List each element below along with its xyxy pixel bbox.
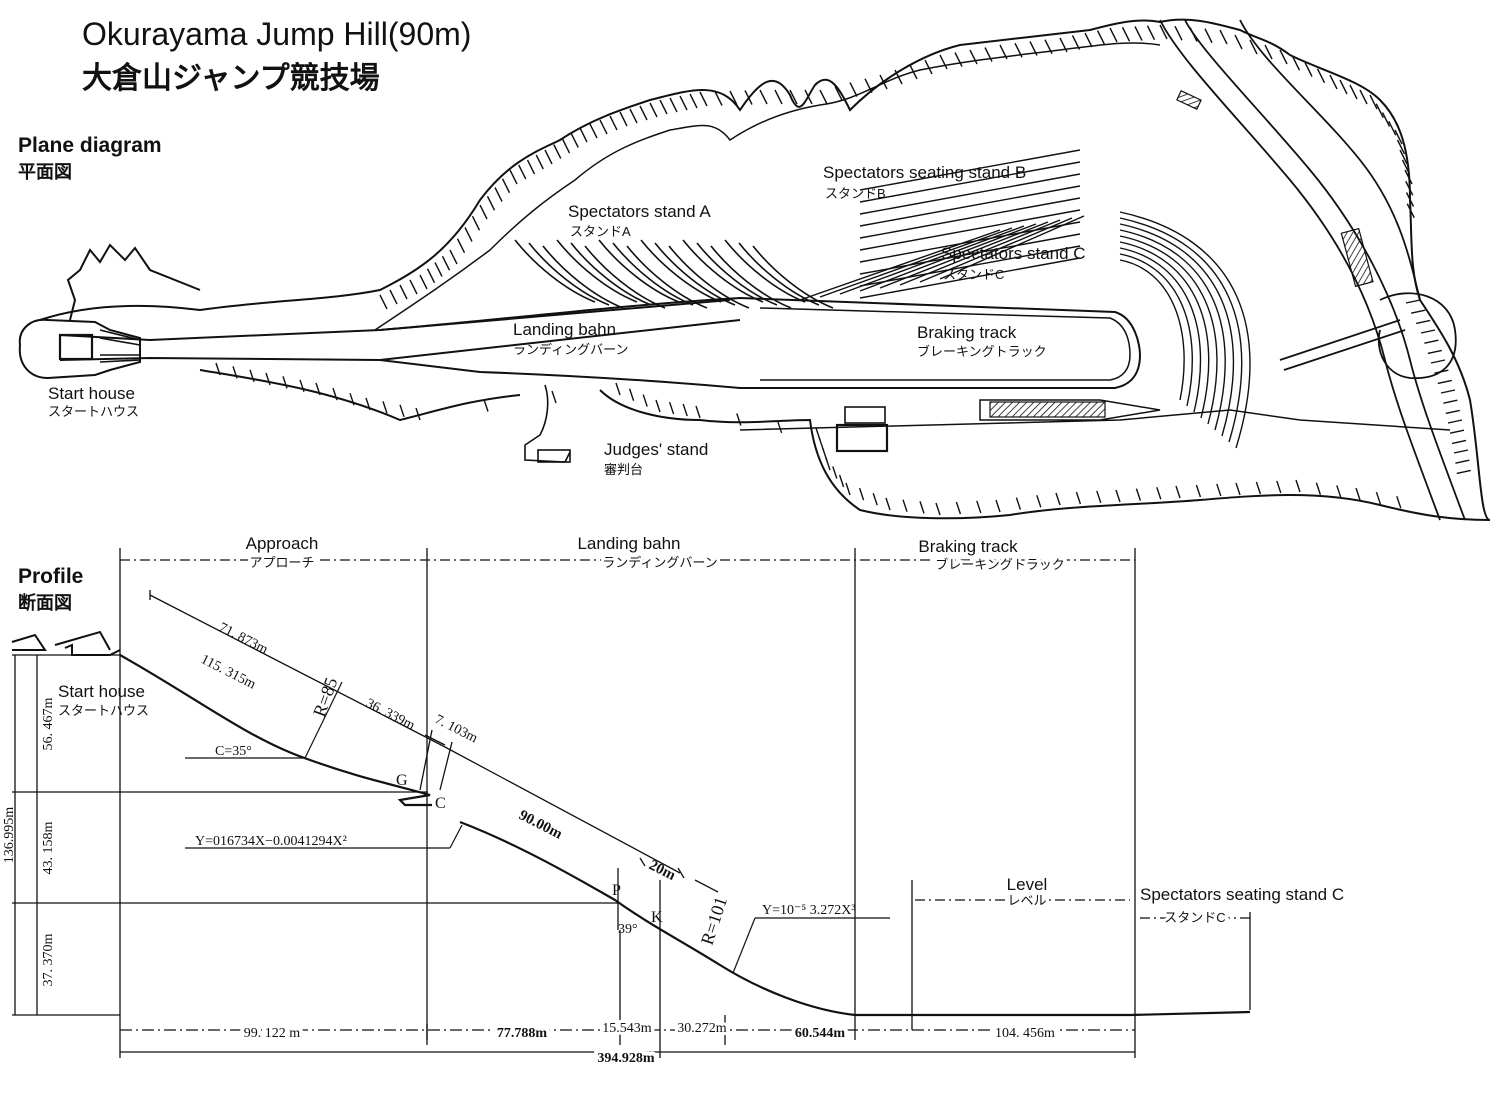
profile-diagram: Profile 断面図 Approach アプローチ Landing bahn …	[2, 534, 1344, 1070]
profile-labels: Start house スタートハウス Level レベル Spectators…	[58, 682, 1344, 928]
stand-c-label-ja: スタンドC	[943, 267, 1004, 282]
plane-diagram: Plane diagram 平面図	[18, 18, 1491, 521]
landing-bahn-label-ja: ランディングバーン	[513, 342, 628, 357]
road-right	[1159, 19, 1466, 521]
terrain-hatching	[215, 24, 1471, 516]
landing-label-ja: ランディングバーン	[602, 555, 717, 570]
horizontal-level: 104. 456m	[995, 1026, 1055, 1041]
knoll-equation: Y=016734X−0.0041294X²	[195, 834, 347, 849]
stand-c-seating	[799, 211, 1251, 449]
stand-b-label: Spectators seating stand B	[823, 163, 1026, 182]
braking-label-ja: ブレーキングトラック	[935, 557, 1065, 572]
vertical-dimension-labels: 136.995m 56. 467m 43. 158m 37. 370m	[2, 697, 56, 986]
approach-label: Approach	[246, 534, 319, 553]
approach-label-ja: アプローチ	[249, 555, 314, 570]
judges-stand-label: Judges' stand	[604, 440, 708, 459]
inrun-track	[59, 299, 741, 362]
point-labels: G C P K 39° C=35° Y=016734X−0.0041294X² …	[195, 744, 856, 937]
height-lower: 37. 370m	[41, 933, 56, 986]
inrun-angle: C=35°	[215, 744, 252, 759]
slanted-dimensions	[149, 590, 1251, 1058]
start-house-profile-label-ja: スタートハウス	[58, 703, 149, 718]
height-upper: 56. 467m	[41, 697, 56, 750]
outrun-lower	[739, 399, 1451, 431]
terrain-outline-inner	[374, 42, 1161, 331]
plane-heading: Plane diagram	[18, 134, 162, 157]
vertical-dimensions	[14, 655, 38, 1015]
profile-heading-ja: 断面図	[18, 592, 72, 613]
landing-bahn-track	[379, 296, 1142, 389]
start-house-label: Start house	[48, 384, 135, 403]
outrun-building	[844, 406, 886, 424]
horizontal-k-to-end: 30.272m	[677, 1021, 727, 1036]
profile-heading: Profile	[18, 565, 83, 588]
road-building-hatched	[1340, 227, 1374, 288]
horizontal-references	[12, 654, 890, 1016]
point-c: C	[435, 795, 446, 812]
braking-track-inner	[759, 307, 1131, 381]
landing-label: Landing bahn	[577, 534, 680, 553]
height-middle: 43. 158m	[41, 821, 56, 874]
outrun-building-hatched	[989, 401, 1106, 418]
road-building-small	[1176, 90, 1202, 110]
level-label: Level	[1007, 875, 1048, 894]
point-g: G	[396, 772, 408, 789]
start-house-plan	[18, 243, 201, 380]
title-english: Okurayama Jump Hill(90m)	[82, 16, 471, 52]
hill-profile-curve	[119, 654, 1251, 1017]
landing-bahn-label: Landing bahn	[513, 320, 616, 339]
braking-label: Braking track	[918, 537, 1018, 556]
judges-stand-label-ja: 審判台	[604, 462, 643, 477]
section-dimension-line	[119, 548, 1136, 1058]
level-label-ja: レベル	[1007, 893, 1046, 908]
title-japanese: 大倉山ジャンプ競技場	[82, 61, 380, 95]
landing-angle: 39°	[618, 922, 638, 937]
height-total: 136.995m	[2, 807, 17, 864]
outrun-equation: Y=10⁻⁵ 3.272X³	[762, 903, 856, 918]
plane-heading-ja: 平面図	[18, 162, 72, 182]
horizontal-p-to-k: 15.543m	[602, 1021, 652, 1036]
point-k: K	[651, 909, 663, 926]
horizontal-landing-to-p: 77.788m	[497, 1026, 548, 1041]
stand-b-label-ja: スタンドB	[825, 186, 886, 201]
outrun-building-2	[835, 423, 889, 453]
stand-a-label-ja: スタンドA	[570, 224, 631, 239]
judges-stand-plan	[524, 384, 571, 463]
stand-c-profile-label: Spectators seating stand C	[1140, 885, 1344, 904]
braking-track-label: Braking track	[917, 323, 1017, 342]
point-p: P	[612, 882, 621, 899]
start-house-profile-label: Start house	[58, 682, 145, 701]
stand-a-label: Spectators stand A	[568, 202, 711, 221]
plane-labels: Spectators seating stand B スタンドB Spectat…	[48, 163, 1086, 477]
start-house-label-ja: スタートハウス	[48, 404, 139, 419]
horizontal-approach: 99. 122 m	[244, 1026, 301, 1041]
title-block: Okurayama Jump Hill(90m) 大倉山ジャンプ競技場	[82, 16, 471, 95]
section-labels: Approach アプローチ Landing bahn ランディングバーン Br…	[246, 534, 1068, 575]
stand-c-label: Spectators stand C	[941, 244, 1086, 263]
braking-track-label-ja: ブレーキングトラック	[917, 344, 1047, 359]
bottom-labels: 99. 122 m 77.788m 15.543m 30.272m 60.544…	[240, 1018, 1059, 1070]
terrain-outline-south	[199, 369, 1491, 521]
bottom-dimensions	[120, 1015, 1135, 1053]
horizontal-total: 394.928m	[597, 1051, 655, 1066]
stand-c-profile-label-ja: スタンドC	[1164, 910, 1225, 925]
horizontal-to-level: 60.544m	[795, 1026, 846, 1041]
stand-a-seating	[514, 239, 834, 309]
